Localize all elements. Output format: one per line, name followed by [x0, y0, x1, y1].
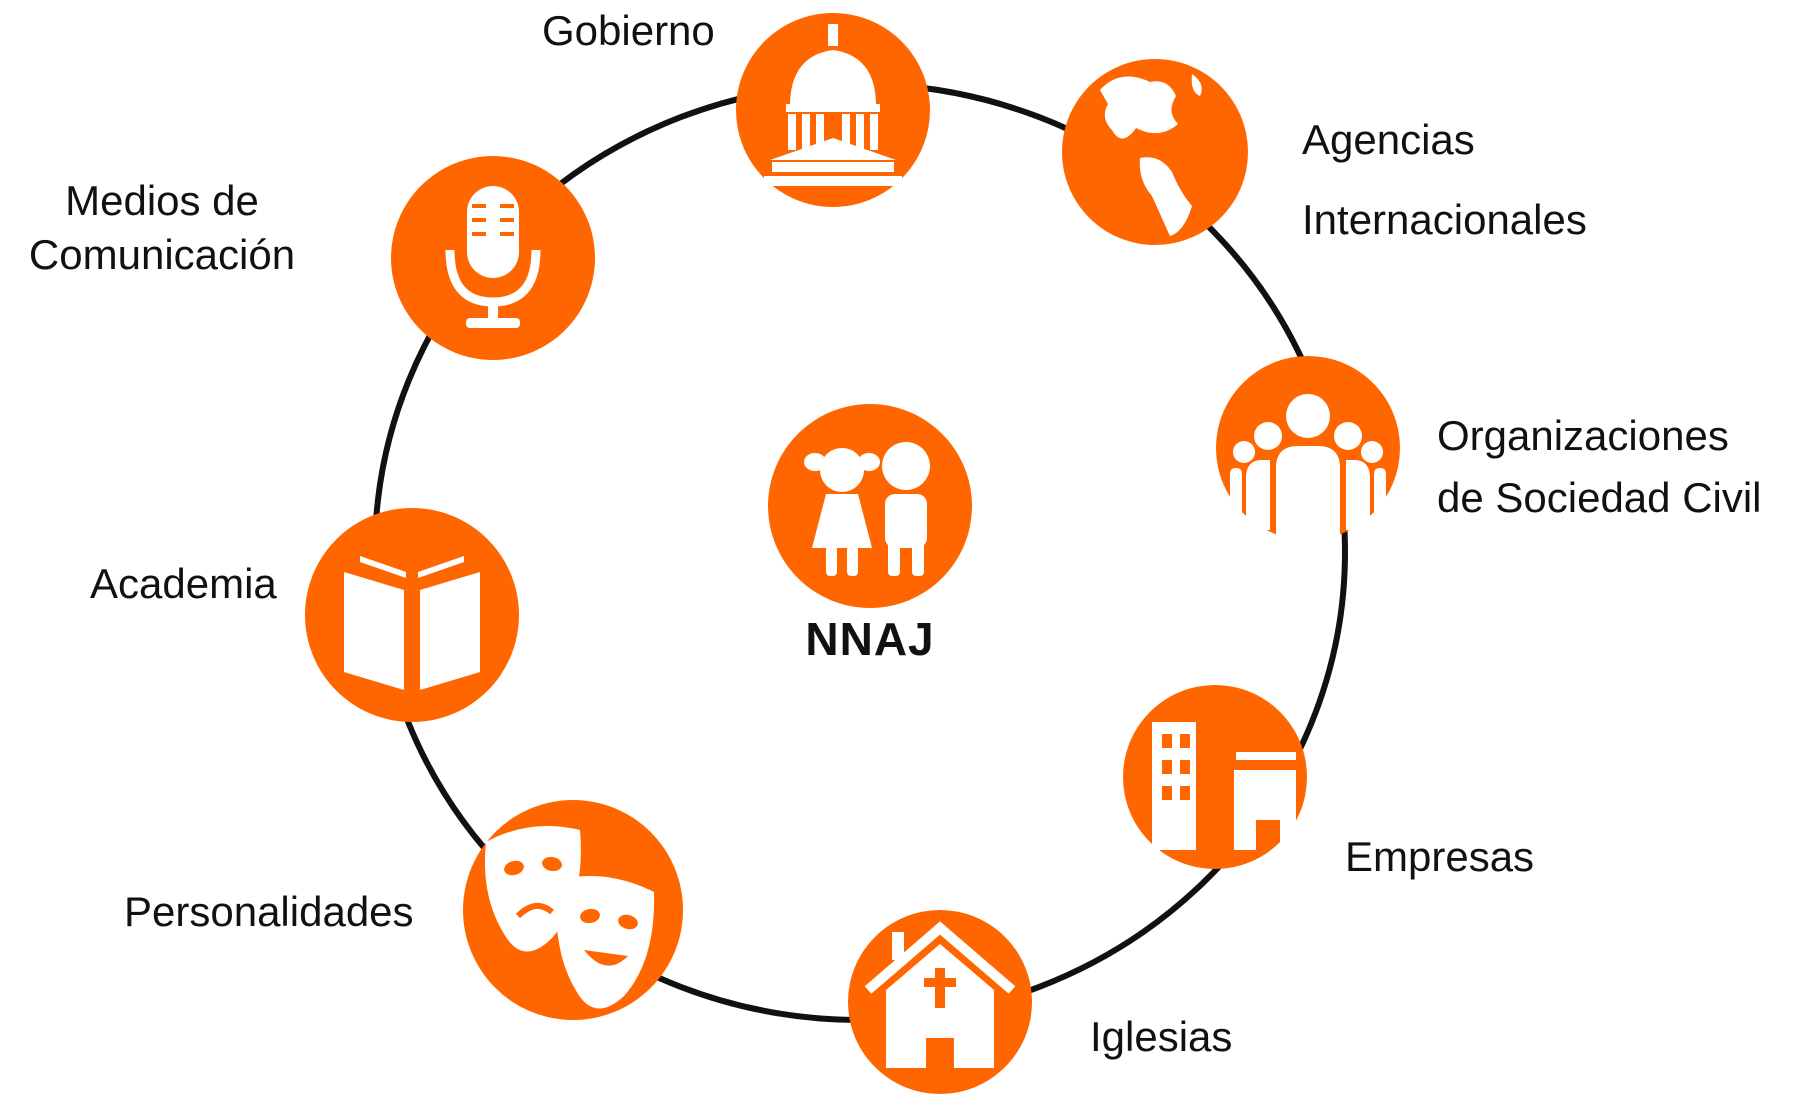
- node-academia: [305, 508, 519, 722]
- label-gobierno-line-1: Gobierno: [542, 7, 715, 54]
- center-node: [768, 404, 972, 608]
- label-osc-line-2: de Sociedad Civil: [1437, 474, 1762, 521]
- label-personalidades-line-1: Personalidades: [124, 888, 414, 935]
- label-academia-line-1: Academia: [90, 560, 277, 607]
- node-empresas: [1123, 685, 1307, 869]
- book-icon: [344, 556, 480, 690]
- label-empresas: Empresas: [1345, 830, 1534, 884]
- label-iglesias-line-1: Iglesias: [1090, 1013, 1233, 1060]
- label-medios-line-2: Comunicación: [28, 231, 296, 278]
- label-personalidades: Personalidades: [124, 885, 414, 939]
- label-medios: Medios de Comunicación: [12, 174, 312, 282]
- node-agencias: [1062, 59, 1248, 245]
- building-icon: [1152, 722, 1296, 850]
- label-osc-line-1: Organizaciones: [1437, 412, 1729, 459]
- node-osc: [1216, 356, 1400, 540]
- node-medios: [391, 156, 595, 360]
- people-group-icon: [1230, 394, 1386, 540]
- label-agencias-line-2: Internacionales: [1302, 196, 1587, 243]
- center-label: NNAJ: [805, 613, 935, 665]
- church-icon: [864, 921, 1016, 1068]
- label-osc: Organizaciones de Sociedad Civil: [1437, 405, 1762, 529]
- children-icon: [804, 442, 930, 576]
- label-iglesias: Iglesias: [1090, 1010, 1232, 1064]
- label-agencias-line-1: Agencias: [1302, 116, 1475, 163]
- label-academia: Academia: [90, 557, 277, 611]
- label-empresas-line-1: Empresas: [1345, 833, 1535, 880]
- node-personalidades: [463, 800, 683, 1020]
- theater-masks-icon: [484, 826, 655, 1009]
- capitol-icon: [764, 24, 902, 186]
- globe-icon: [1100, 74, 1202, 236]
- node-gobierno: [736, 13, 930, 207]
- label-gobierno: Gobierno: [542, 4, 715, 58]
- label-agencias: Agencias Internacionales: [1302, 100, 1587, 260]
- node-iglesias: [848, 910, 1032, 1094]
- label-medios-line-1: Medios de: [65, 177, 259, 224]
- microphone-icon: [445, 186, 541, 328]
